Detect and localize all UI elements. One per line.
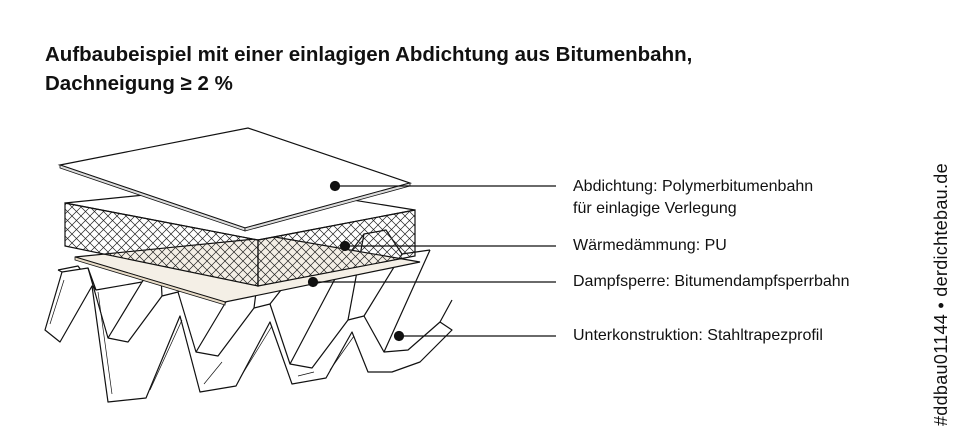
title-line-1: Aufbaubeispiel mit einer einlagigen Abdi… [45, 43, 693, 66]
label-abdichtung-line-1: Abdichtung: Polymerbitumenbahn [573, 178, 814, 195]
leader-dot-unterkonstruktion [393, 330, 405, 342]
label-abdichtung: Abdichtung: Polymerbitumenbahn für einla… [573, 176, 813, 220]
label-abdichtung-line-2: für einlagige Verlegung [573, 200, 737, 217]
leader-lines [307, 180, 556, 342]
leader-dot-waermedaemmung [339, 240, 351, 252]
label-dampfsperre: Dampfsperre: Bitumendampfsperrbahn [573, 273, 850, 290]
leader-dot-dampfsperre [307, 276, 319, 288]
diagram-title: Aufbaubeispiel mit einer einlagigen Abdi… [45, 40, 865, 98]
title-line-2: Dachneigung ≥ 2 % [45, 72, 233, 95]
label-unterkonstruktion: Unterkonstruktion: Stahltrapezprofil [573, 327, 823, 344]
waterproofing-membrane-layer [57, 127, 413, 232]
leader-dot-abdichtung [329, 180, 341, 192]
watermark-text: #ddbau01144 • derdichtebau.de [931, 163, 951, 426]
label-waermedaemmung: Wärmedämmung: PU [573, 237, 727, 254]
